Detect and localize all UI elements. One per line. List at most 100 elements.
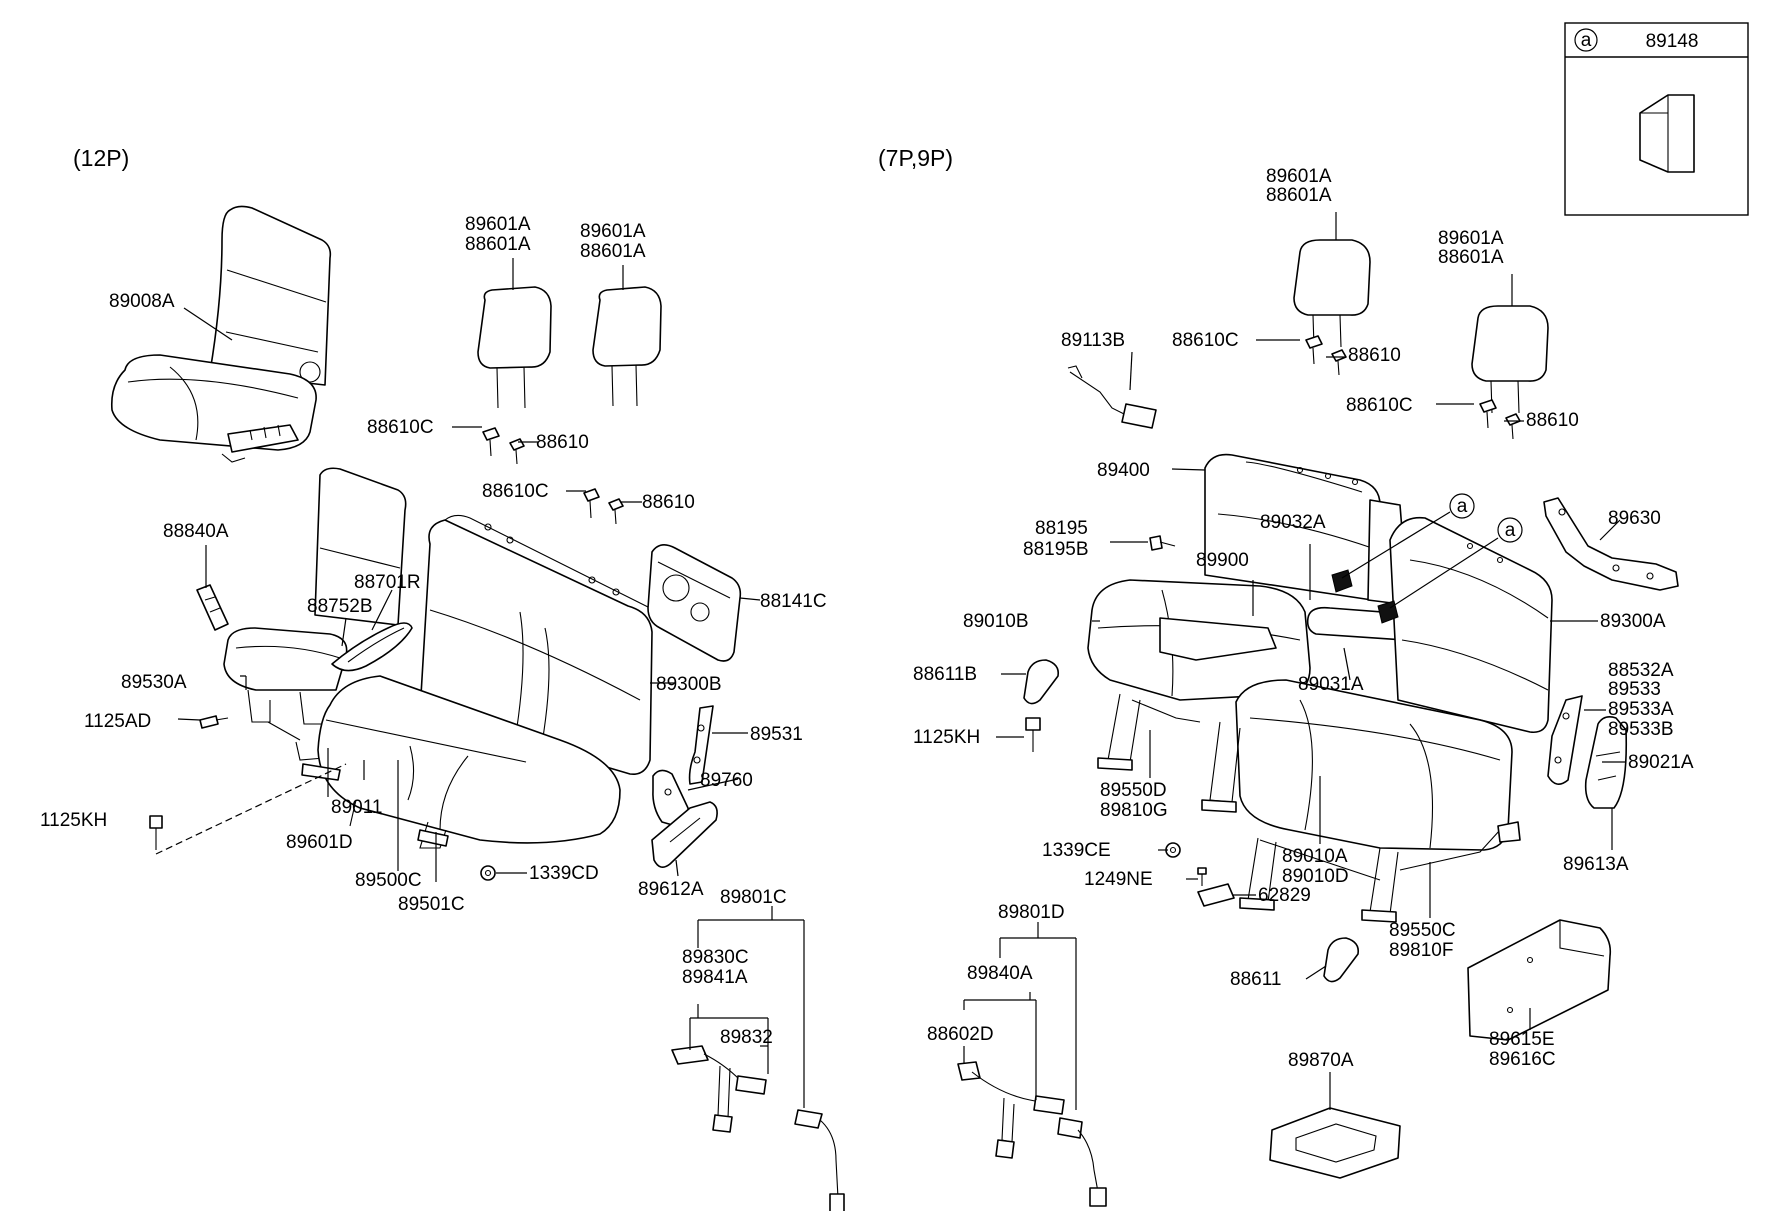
callout-1125kh-l: 1125KH [40,810,107,831]
callout-1249ne: 1249NE [1084,869,1153,890]
tray-89870a-drawing [1269,1107,1401,1179]
callout-1125ad: 1125AD [84,711,151,732]
bolt-1125ad-drawing [199,715,229,729]
callout-89601a-l1: 89601A [465,214,531,235]
callout-89530a: 89530A [121,672,187,693]
callout-89550d: 89550D [1100,780,1167,801]
inset-box: a 89148 [1564,22,1749,216]
control-box-drawing [1467,919,1612,1041]
callout-89533b: 89533B [1608,719,1674,740]
callout-89832: 89832 [720,1027,773,1048]
callout-89531: 89531 [750,724,803,745]
callout-89500c: 89500C [355,870,422,891]
callout-88611b: 88611B [913,664,977,685]
headrest-right-1 [1293,239,1371,348]
bench-seat-drawing [301,514,653,849]
callout-88601a-r2: 88601A [1438,247,1504,268]
callout-89300a: 89300A [1600,611,1666,632]
strap-89113b-drawing [1067,365,1157,429]
seat-belt-buckle-drawing [196,584,229,631]
callout-88195: 88195 [1035,518,1088,539]
marker-a-2-text: a [1505,520,1516,541]
inset-part-number: 89148 [1646,31,1699,52]
callout-88602d: 88602D [927,1024,994,1045]
callout-89300b: 89300B [656,674,722,695]
bolt-1125kh-drawing [149,815,163,850]
callout-88610-r1: 88610 [1348,345,1401,366]
callout-88610-r2: 88610 [1526,410,1579,431]
callout-89011: 89011 [331,797,382,818]
latch-cover-88611-drawing [1323,937,1360,983]
callout-1125kh-r: 1125KH [913,727,980,748]
callout-89021a: 89021A [1628,752,1694,773]
callout-1339cd: 1339CD [529,863,599,884]
callout-88840a: 88840A [163,521,229,542]
spacer-pad-icon [1639,94,1695,173]
rear-bench-drawing [1087,453,1553,923]
callout-88610c-l2: 88610C [482,481,549,502]
callout-88610c-l1: 88610C [367,417,434,438]
headrest-left-2 [592,286,662,407]
callout-89615e: 89615E [1489,1029,1555,1050]
callout-89032a: 89032A [1260,512,1326,533]
latch-cover-88611b-drawing [1023,659,1060,705]
leader-lines [155,212,1626,1110]
callout-89008a: 89008A [109,291,175,312]
callout-89010d: 89010D [1282,866,1349,887]
callout-88610c-r2: 88610C [1346,395,1413,416]
callout-89601a-l2: 89601A [580,221,646,242]
section-title-12p: (12P) [73,145,129,171]
folding-seat-drawing [223,467,407,761]
callout-89810f: 89810F [1389,940,1453,961]
guide-bolts-left [482,427,624,525]
callout-89533: 89533 [1608,679,1661,700]
callout-89010b: 89010B [963,611,1029,632]
nut-1339cd-drawing [480,865,496,881]
hinge-plates-drawing [651,705,718,868]
bolt-1125kh-right-drawing [1025,717,1041,752]
guide-bolts-right [1305,335,1521,440]
callout-89801c: 89801C [720,887,787,908]
bolt-88195-drawing [1149,535,1176,551]
callout-89400: 89400 [1097,460,1150,481]
seat-belt-89801d-drawing [957,1061,1107,1207]
callout-88752b: 88752B [307,596,373,617]
callout-62829: 62829 [1258,885,1311,906]
callout-88195b: 88195B [1023,539,1089,560]
callout-89841a: 89841A [682,967,748,988]
callout-89801d: 89801D [998,902,1065,923]
callout-89760: 89760 [700,770,753,791]
inset-marker: a [1581,30,1592,51]
callout-89601a-r2: 89601A [1438,228,1504,249]
callout-89550c: 89550C [1389,920,1456,941]
callout-89031a: 89031A [1298,674,1364,695]
callout-89533a: 89533A [1608,699,1674,720]
callout-89601a-r1: 89601A [1266,166,1332,187]
callout-88611: 88611 [1230,969,1281,990]
callout-89630: 89630 [1608,508,1661,529]
callout-89810g: 89810G [1100,800,1168,821]
callout-89616c: 89616C [1489,1049,1556,1070]
headrest-left-1 [477,286,552,409]
callout-labels: 89008A 89601A 88601A 89601A 88601A 88610… [40,166,1694,1071]
callout-89113b: 89113B [1061,330,1125,351]
callout-89830c: 89830C [682,947,749,968]
callout-89601d: 89601D [286,832,353,853]
callout-89840a: 89840A [967,963,1033,984]
headrest-right-2 [1471,305,1549,414]
bracket-89630-drawing [1543,497,1679,591]
callout-88601a-l1: 88601A [465,234,531,255]
callout-88141c: 88141C [760,591,827,612]
nut-1339ce-drawing [1165,842,1181,858]
callout-89613a: 89613A [1563,854,1629,875]
armrest-lever-drawing [331,622,413,672]
callout-88610-l2: 88610 [642,492,695,513]
callout-88701r: 88701R [354,572,421,593]
bolt-1249ne-drawing [1197,867,1207,886]
marker-a-1: a [1449,493,1475,519]
callout-88601a-l2: 88601A [580,241,646,262]
callout-89900: 89900 [1196,550,1249,571]
seat-belt-89801c-drawing [671,1045,845,1211]
cupholder-tray-drawing [647,544,742,662]
